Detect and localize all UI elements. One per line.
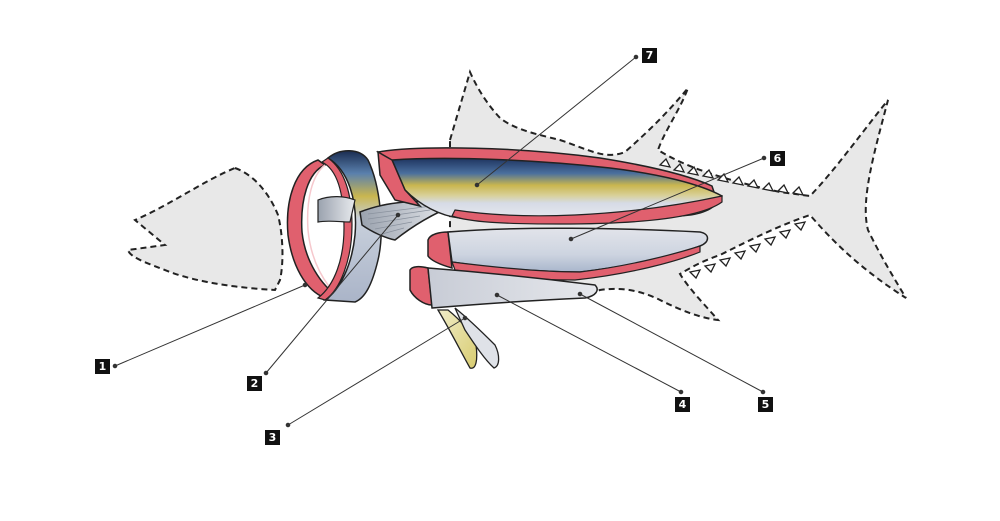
head-silhouette [126, 166, 284, 292]
dorsal-finlets [658, 157, 805, 196]
label-badge-4: 4 [675, 397, 690, 412]
label-badge-5: 5 [758, 397, 773, 412]
label-badge-3: 3 [265, 430, 280, 445]
pelvic-fins [436, 307, 500, 369]
ventral-finlets [688, 221, 807, 280]
rear-collar-fin [317, 196, 356, 223]
upper-loin [375, 147, 723, 225]
collar-ring [286, 159, 343, 299]
label-badge-6: 6 [770, 151, 785, 166]
pectoral-fin [359, 200, 458, 241]
label-badge-7: 7 [642, 48, 657, 63]
label-badge-2: 2 [247, 376, 262, 391]
mid-belly-loin [427, 227, 709, 281]
leader-lines [112, 54, 767, 428]
lower-belly [409, 265, 598, 309]
label-badge-1: 1 [95, 359, 110, 374]
